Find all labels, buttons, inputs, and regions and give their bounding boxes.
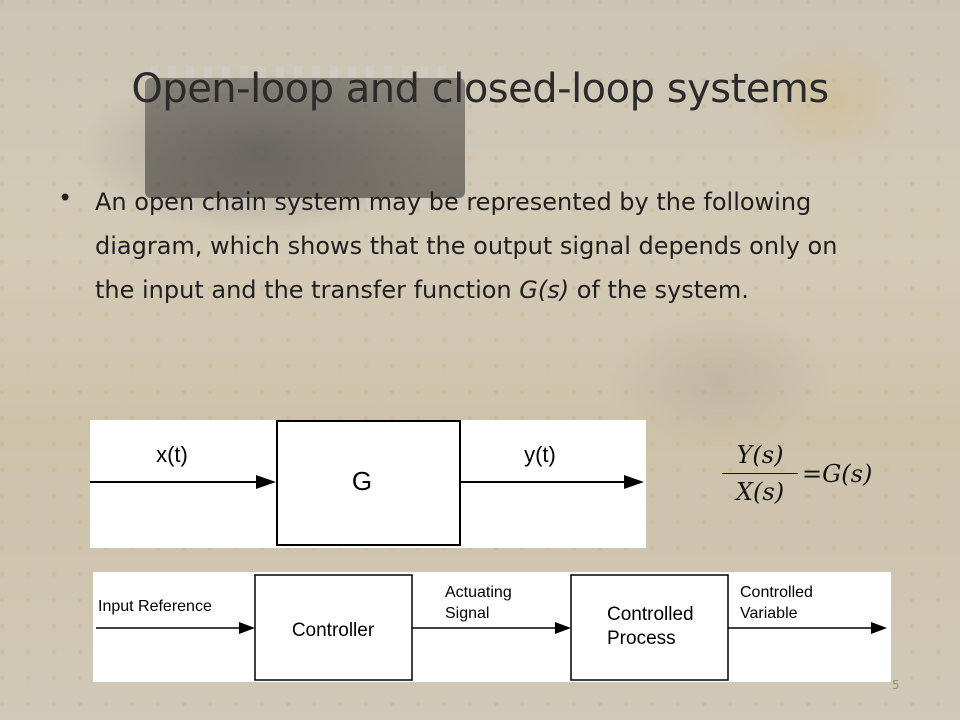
formula-equals: = (802, 460, 823, 488)
input-label: x(t) (156, 442, 188, 467)
formula-rhs-value: G(s) (822, 460, 873, 488)
page-number: 5 (892, 678, 900, 692)
open-loop-diagram: x(t) G y(t) (90, 420, 646, 548)
controller-block (254, 574, 413, 681)
actuating-arrow-head-icon (555, 622, 571, 634)
controlled-variable-label-line1: Controlled (740, 584, 813, 601)
transfer-function-formula: Y(s) X(s) =G(s) (718, 440, 888, 520)
bullet-text: An open chain system may be represented … (95, 180, 878, 312)
controller-label: Controller (292, 620, 375, 641)
chip-pins-top (150, 66, 460, 78)
output-arrow-head-icon (624, 475, 644, 489)
bullet-text-start: An open chain system may be represented … (95, 188, 838, 304)
input-reference-label: Input Reference (98, 598, 212, 615)
open-loop-diagram-svg: x(t) G y(t) (90, 420, 644, 546)
bullet-emphasis: G(s) (519, 276, 570, 304)
actuating-signal-label-line2: Signal (445, 605, 489, 622)
g-block-label: G (352, 466, 372, 496)
output-label: y(t) (524, 442, 556, 467)
input-arrow-head-icon (256, 475, 276, 489)
reference-arrow-head-icon (239, 622, 255, 634)
controlled-process-label-line1: Controlled (607, 604, 694, 625)
fraction-bar (722, 473, 798, 474)
formula-fraction: Y(s) X(s) (722, 440, 798, 507)
controller-process-diagram-svg: Input Reference Controller Actuating Sig… (96, 574, 887, 681)
controlled-process-block (570, 574, 729, 681)
formula-numerator: Y(s) (736, 441, 784, 469)
controlled-process-label-line2: Process (607, 628, 676, 649)
slide-title: Open-loop and closed-loop systems (131, 66, 829, 112)
bullet-item: • An open chain system may be represente… (58, 180, 878, 312)
controller-process-diagram: Input Reference Controller Actuating Sig… (93, 572, 891, 682)
output-variable-arrow-head-icon (871, 622, 887, 634)
bullet-dot-icon: • (58, 184, 73, 212)
actuating-signal-label-line1: Actuating (445, 584, 512, 601)
formula-rhs: =G(s) (802, 460, 872, 488)
circuit-chip-decoration (145, 78, 465, 198)
bullet-text-end: of the system. (569, 276, 749, 304)
formula-denominator: X(s) (735, 478, 785, 506)
controlled-variable-label-line2: Variable (740, 605, 798, 622)
chip-pins-bottom (150, 198, 460, 210)
